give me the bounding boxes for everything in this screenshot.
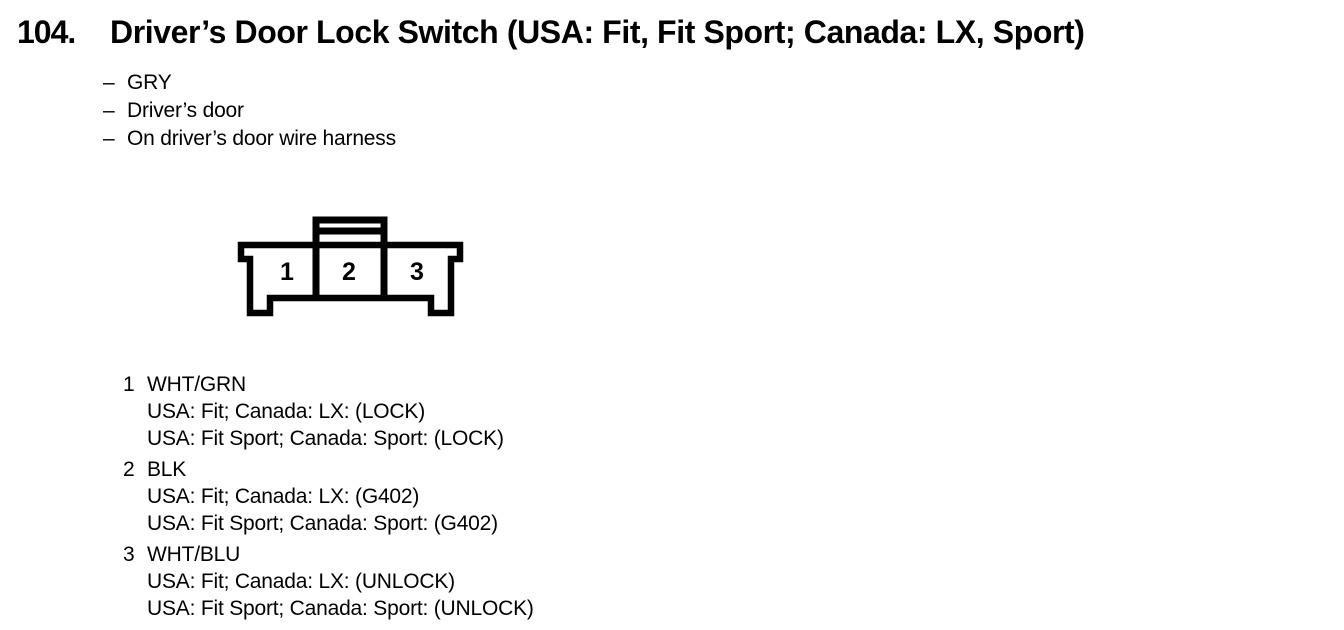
note-item: –GRY	[103, 69, 396, 97]
connector-pin-number: 2	[342, 258, 356, 286]
connector-notes: –GRY –Driver’s door –On driver’s door wi…	[103, 69, 396, 153]
connector-pin-number: 1	[280, 258, 294, 286]
connector-pin-number: 3	[410, 258, 424, 286]
note-item: –On driver’s door wire harness	[103, 125, 396, 153]
pin-header: 3 WHT/BLU	[123, 541, 534, 568]
pin-function: USA: Fit; Canada: LX: (G402)	[147, 485, 420, 508]
page-title: 104. Driver’s Door Lock Switch (USA: Fit…	[17, 15, 1338, 49]
pin-function: USA: Fit Sport; Canada: Sport: (UNLOCK)	[147, 597, 534, 620]
pin-function: USA: Fit Sport; Canada: Sport: (G402)	[147, 512, 498, 535]
note-dash: –	[103, 71, 115, 94]
wire-color: BLK	[147, 458, 187, 481]
note-dash: –	[103, 127, 115, 150]
pin-group: 2 BLK USA: Fit; Canada: LX: (G402) USA: …	[123, 456, 534, 537]
note-item: –Driver’s door	[103, 97, 396, 125]
pin-number: 3	[123, 543, 135, 566]
note-text: GRY	[127, 71, 172, 94]
pinout-list: 1 WHT/GRN USA: Fit; Canada: LX: (LOCK) U…	[123, 371, 534, 626]
pin-function: USA: Fit; Canada: LX: (UNLOCK)	[147, 570, 455, 593]
note-text: On driver’s door wire harness	[127, 127, 396, 150]
pin-group: 1 WHT/GRN USA: Fit; Canada: LX: (LOCK) U…	[123, 371, 534, 452]
item-number: 104.	[17, 14, 76, 50]
title-text: Driver’s Door Lock Switch (USA: Fit, Fit…	[110, 14, 1085, 50]
pin-number: 2	[123, 458, 135, 481]
wire-color: WHT/GRN	[147, 373, 246, 396]
note-dash: –	[103, 99, 115, 122]
pin-header: 1 WHT/GRN	[123, 371, 534, 398]
wire-color: WHT/BLU	[147, 543, 241, 566]
pin-function: USA: Fit Sport; Canada: Sport: (LOCK)	[147, 427, 504, 450]
connector-outline	[237, 241, 464, 317]
pin-function: USA: Fit; Canada: LX: (LOCK)	[147, 400, 426, 423]
connector-diagram: 1 2 3	[237, 216, 464, 317]
pin-group: 3 WHT/BLU USA: Fit; Canada: LX: (UNLOCK)…	[123, 541, 534, 622]
pin-number: 1	[123, 373, 135, 396]
note-text: Driver’s door	[127, 99, 244, 122]
pin-header: 2 BLK	[123, 456, 534, 483]
